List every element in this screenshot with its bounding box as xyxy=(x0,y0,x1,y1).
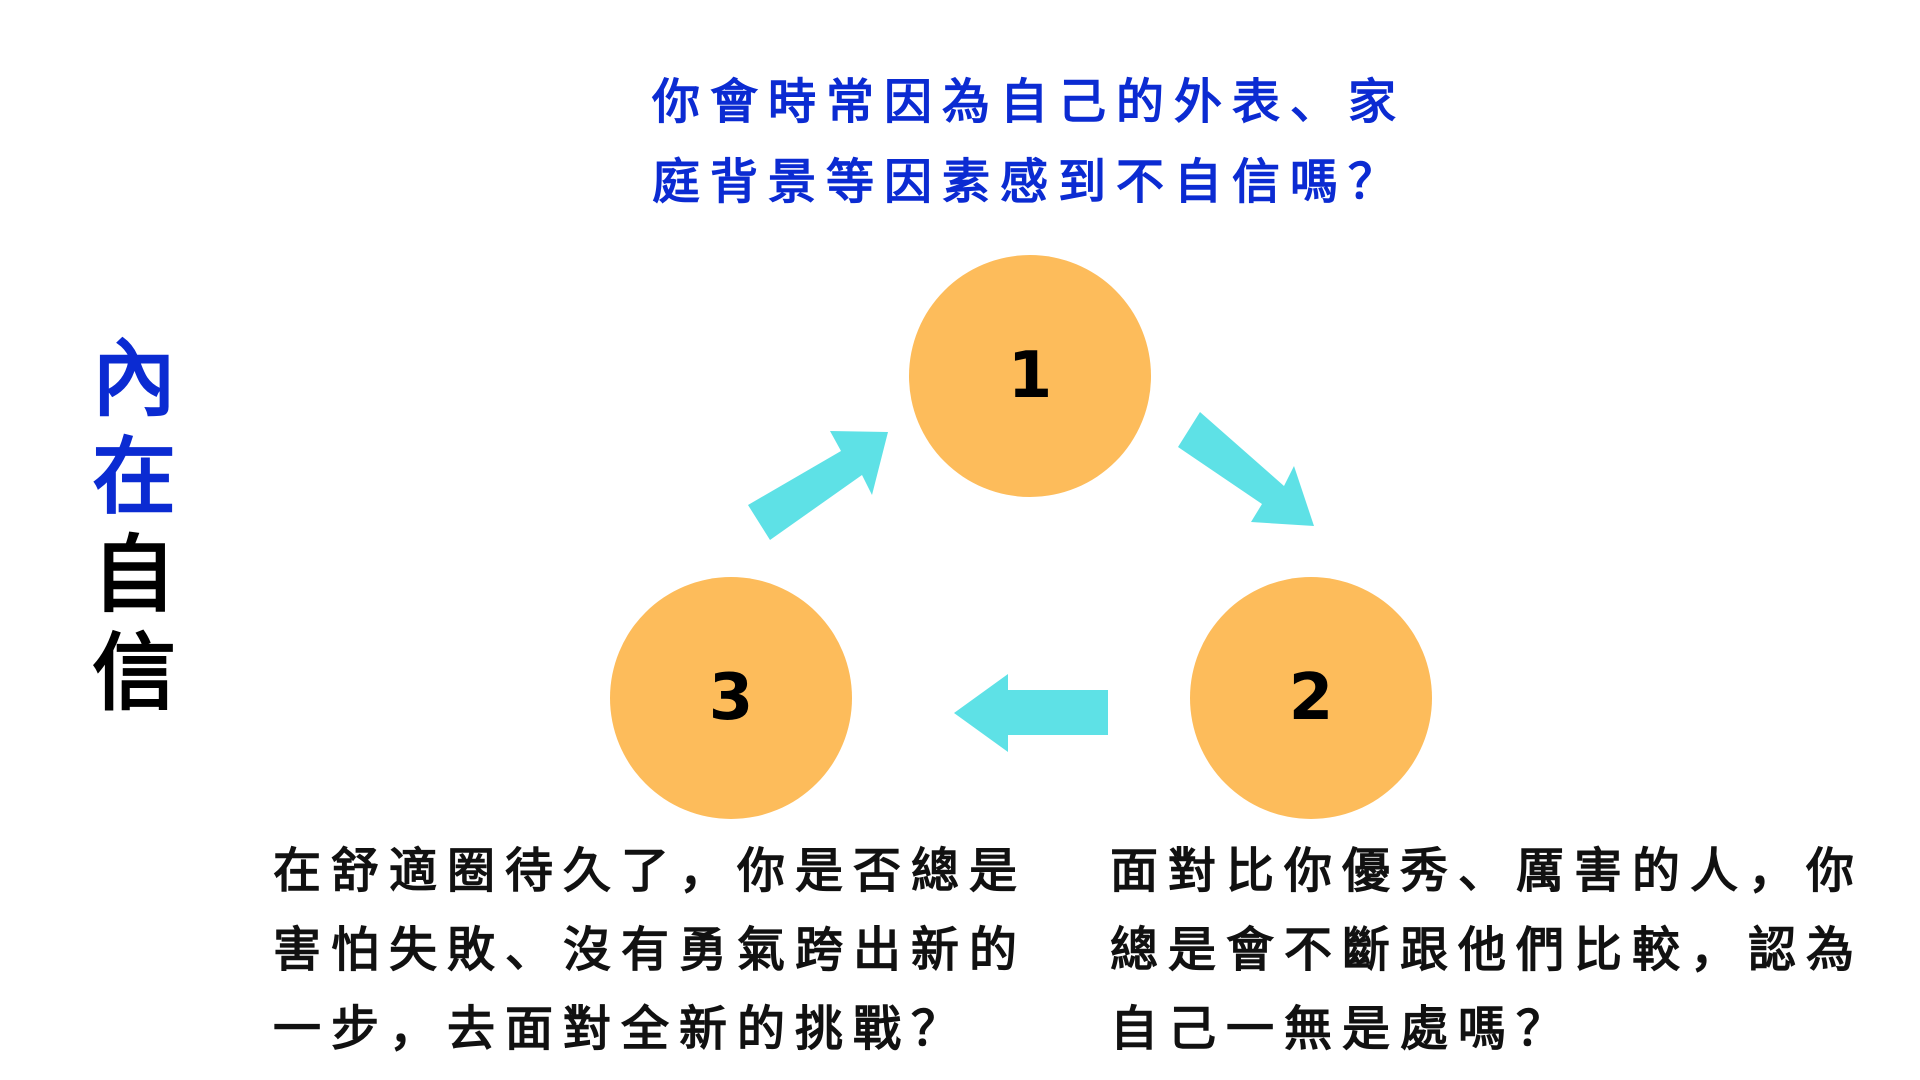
desc-line: 面對比你優秀、厲害的人，你 xyxy=(1110,843,1865,899)
node-2-description: 面對比你優秀、厲害的人，你 總是會不斷跟他們比較，認為 自己一無是處嗎？ xyxy=(1110,832,1864,1069)
title-char: 自 xyxy=(91,526,176,624)
cycle-node-2: 2 xyxy=(1190,577,1432,819)
title-char: 在 xyxy=(91,428,176,526)
desc-line: 一步，去面對全新的挑戰？ xyxy=(273,1001,970,1057)
vertical-title: 內 在 自 信 xyxy=(86,330,182,722)
node-label: 1 xyxy=(1007,339,1053,413)
title-char: 信 xyxy=(91,624,176,722)
question-text: 你會時常因為自己的外表、家 庭背景等因素感到不自信嗎？ xyxy=(652,62,1406,222)
node-label: 2 xyxy=(1288,661,1334,735)
desc-line: 害怕失敗、沒有勇氣跨出新的 xyxy=(273,922,1028,978)
arrow-left-icon xyxy=(954,674,1108,752)
cycle-node-3: 3 xyxy=(610,577,852,819)
desc-line: 在舒適圈待久了，你是否總是 xyxy=(273,843,1028,899)
node-label: 3 xyxy=(708,661,754,735)
desc-line: 自己一無是處嗎？ xyxy=(1110,1001,1575,1057)
arrow-up-right-icon xyxy=(748,431,888,540)
title-char: 內 xyxy=(91,330,176,428)
question-line: 你會時常因為自己的外表、家 xyxy=(652,74,1407,130)
question-line: 庭背景等因素感到不自信嗎？ xyxy=(652,154,1407,210)
node-3-description: 在舒適圈待久了，你是否總是 害怕失敗、沒有勇氣跨出新的 一步，去面對全新的挑戰？ xyxy=(273,832,1027,1069)
arrow-down-right-icon xyxy=(1178,412,1314,526)
desc-line: 總是會不斷跟他們比較，認為 xyxy=(1110,922,1865,978)
cycle-node-1: 1 xyxy=(909,255,1151,497)
